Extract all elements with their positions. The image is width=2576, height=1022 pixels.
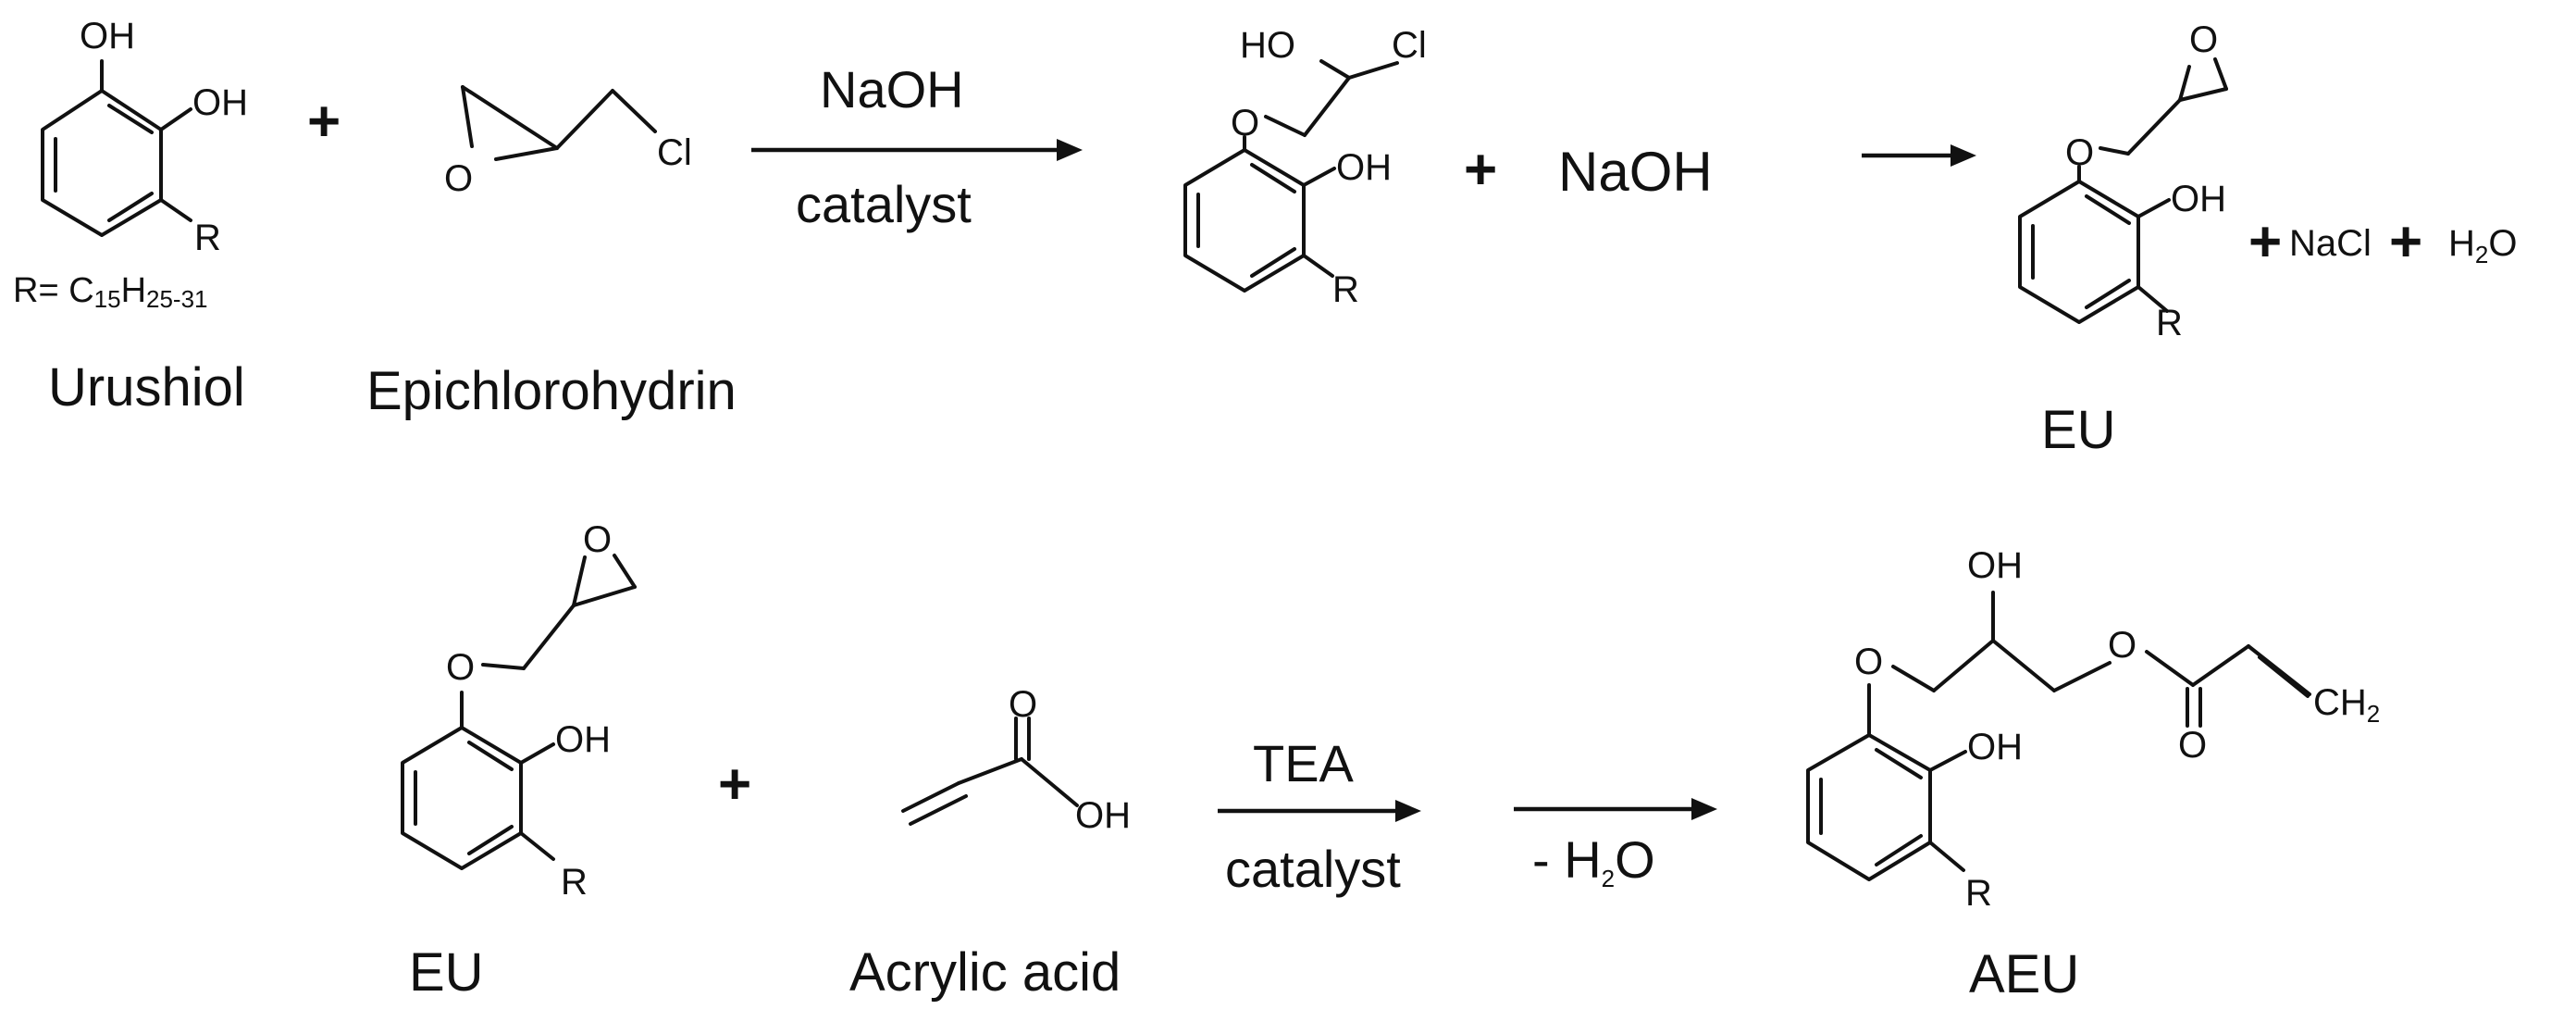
- eu-product-label: EU: [2041, 400, 2116, 460]
- chlorohydrin-intermediate-structure: O HO Cl OH R: [1183, 25, 1427, 310]
- step3-reagent: TEA: [1253, 734, 1355, 792]
- urushiol-label: Urushiol: [48, 357, 245, 418]
- eu-reactant-structure: O O OH R: [401, 519, 637, 903]
- r-group-definition: R= C15H25-31: [13, 271, 208, 313]
- aeu-r-group: R: [1965, 873, 1992, 914]
- byproduct-nacl: NaCl: [2289, 223, 2372, 264]
- plus-sign-5: +: [718, 753, 751, 816]
- acrylic-acid-structure: O OH: [901, 684, 1131, 836]
- eu-product-ether-o: O: [2065, 132, 2094, 173]
- acrylic-acid-carbonyl-o: O: [1009, 684, 1037, 725]
- eu-reactant-ring: [401, 726, 523, 870]
- intermediate-ether-o: O: [1231, 103, 1259, 143]
- aeu-structure: O OH O O CH2 OH R: [1806, 545, 2380, 914]
- reaction-arrow-3: [1218, 800, 1421, 822]
- urushiol-oh-1: OH: [80, 16, 135, 56]
- eu-product-r-group: R: [2156, 303, 2183, 343]
- plus-sign-1: +: [307, 90, 341, 154]
- aeu-hydroxyl-oh: OH: [1967, 545, 2023, 586]
- urushiol-structure: OH OH R: [41, 16, 248, 258]
- byproduct-water: H2O: [2448, 223, 2517, 268]
- aeu-ch2: CH2: [2313, 682, 2380, 728]
- step1-reagent: NaOH: [820, 60, 964, 118]
- eu-product-structure: O O OH R: [2018, 19, 2228, 343]
- aeu-carbonyl-o: O: [2178, 725, 2207, 766]
- eu-reactant-label: EU: [409, 942, 484, 1003]
- urushiol-oh-2: OH: [192, 82, 248, 123]
- intermediate-ho: HO: [1240, 25, 1295, 66]
- acrylic-acid-oh: OH: [1075, 795, 1131, 836]
- reaction-arrow-1: [751, 139, 1083, 161]
- step1-catalyst: catalyst: [796, 175, 972, 233]
- plus-sign-2: +: [1464, 138, 1497, 202]
- intermediate-ring: [1183, 148, 1306, 293]
- aeu-phenol-oh: OH: [1967, 727, 2023, 767]
- acrylic-acid-label: Acrylic acid: [849, 942, 1121, 1003]
- intermediate-oh: OH: [1336, 147, 1392, 188]
- step3-catalyst: catalyst: [1225, 840, 1401, 898]
- intermediate-cl: Cl: [1392, 25, 1427, 66]
- step2-naoh: NaOH: [1558, 141, 1713, 203]
- aeu-ester-o: O: [2108, 625, 2136, 666]
- reaction-arrow-2: [1862, 144, 1976, 167]
- aeu-ether-o: O: [1854, 642, 1883, 682]
- plus-sign-4: +: [2389, 210, 2422, 274]
- intermediate-r-group: R: [1332, 269, 1359, 310]
- step4-water-loss: - H2O: [1532, 830, 1655, 892]
- plus-sign-3: +: [2248, 210, 2282, 274]
- eu-product-epoxide-o: O: [2189, 19, 2218, 60]
- eu-product-oh: OH: [2171, 179, 2226, 219]
- aeu-ring: [1806, 733, 1932, 881]
- eu-reactant-epoxide-o: O: [583, 519, 612, 560]
- aeu-label: AEU: [1969, 944, 2079, 1004]
- reaction-arrow-4: [1514, 798, 1717, 820]
- eu-reactant-r-group: R: [561, 862, 588, 903]
- urushiol-ring: [41, 89, 163, 237]
- epichlorohydrin-structure: O Cl: [444, 85, 692, 199]
- epichlorohydrin-label: Epichlorohydrin: [366, 361, 737, 421]
- urushiol-r-group: R: [194, 218, 221, 258]
- epichlorohydrin-o: O: [444, 158, 473, 199]
- epichlorohydrin-cl: Cl: [657, 132, 692, 173]
- eu-reactant-oh: OH: [555, 719, 611, 760]
- eu-reactant-ether-o: O: [446, 647, 475, 688]
- eu-product-ring: [2018, 180, 2140, 324]
